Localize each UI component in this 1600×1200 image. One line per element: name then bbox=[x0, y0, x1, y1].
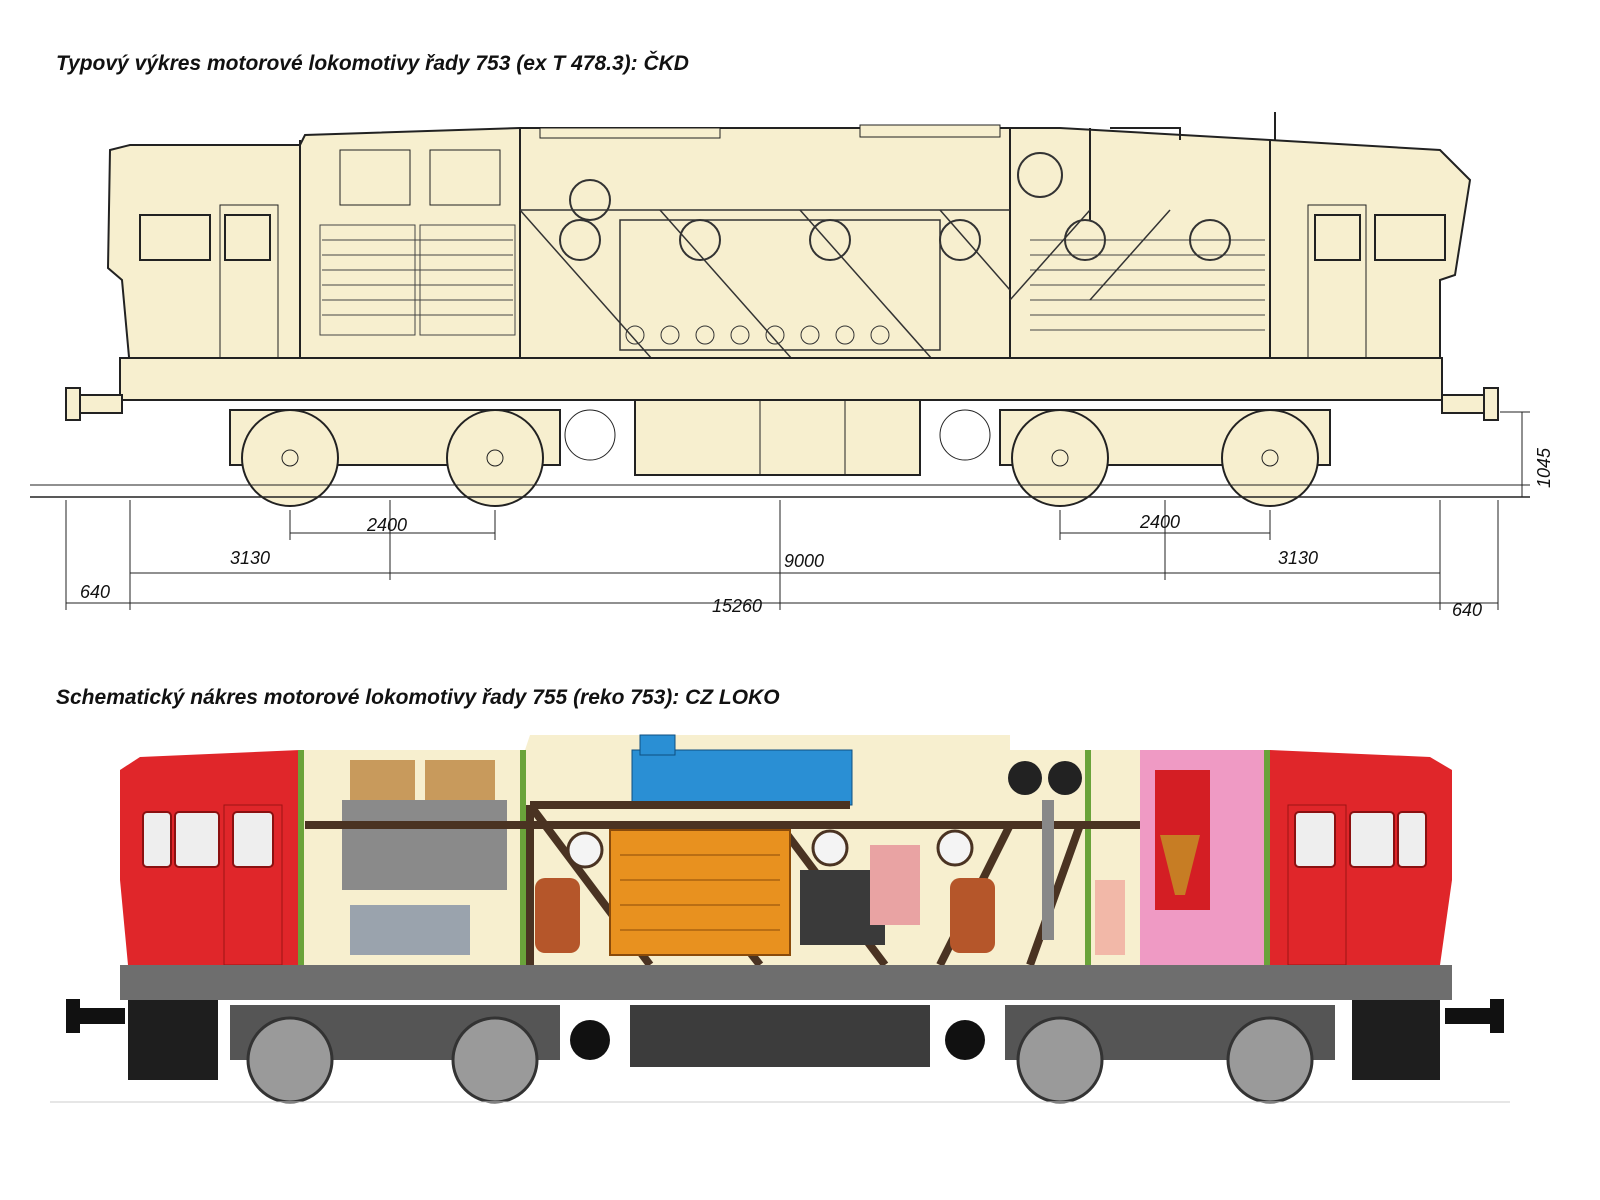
cab-window bbox=[1374, 214, 1446, 261]
dim-2400-left: 2400 bbox=[366, 515, 407, 535]
buffer-beam bbox=[128, 1000, 218, 1080]
cylinders bbox=[625, 325, 890, 345]
brake-piping bbox=[1042, 800, 1054, 940]
expansion-tank bbox=[631, 749, 853, 806]
wheel bbox=[451, 1016, 539, 1104]
traction-motor bbox=[535, 878, 580, 953]
traction-motor bbox=[950, 878, 995, 953]
cab-windows bbox=[142, 811, 1427, 868]
compressor bbox=[350, 905, 470, 955]
wheel bbox=[246, 1016, 334, 1104]
cooler-fan bbox=[425, 760, 495, 802]
cab-window bbox=[139, 214, 211, 261]
buffer-beam bbox=[1352, 1000, 1440, 1080]
schematic-drawing-755 bbox=[50, 734, 1510, 1104]
buffers bbox=[65, 387, 1499, 421]
air-reservoir bbox=[1008, 761, 1042, 795]
air-reservoir bbox=[1048, 761, 1082, 795]
wheel bbox=[241, 409, 339, 507]
buffers-color bbox=[66, 999, 1504, 1033]
dim-640-right: 640 bbox=[1452, 600, 1482, 620]
roof-hatch bbox=[539, 127, 721, 139]
dim-2400-right: 2400 bbox=[1139, 512, 1180, 532]
air-reservoir bbox=[570, 1020, 610, 1060]
cooler-fan bbox=[429, 149, 501, 206]
dim-3130-right: 3130 bbox=[1278, 548, 1318, 568]
wheel bbox=[1011, 409, 1109, 507]
bogie-right-color bbox=[1005, 1005, 1335, 1104]
dimension-lines bbox=[65, 411, 1530, 610]
underframe bbox=[119, 357, 1443, 401]
diesel-engine bbox=[619, 219, 941, 351]
wheel bbox=[1016, 1016, 1104, 1104]
dim-15260: 15260 bbox=[712, 596, 762, 616]
air-reservoir bbox=[939, 409, 991, 461]
cooler-fan bbox=[350, 760, 415, 802]
auxiliary-unit bbox=[870, 845, 920, 925]
radiator-grille bbox=[319, 224, 1265, 336]
air-reservoir bbox=[945, 1020, 985, 1060]
wheel bbox=[446, 409, 544, 507]
cab-window bbox=[1314, 214, 1361, 261]
wheel bbox=[1226, 1016, 1314, 1104]
radiator bbox=[342, 800, 507, 890]
cooler-fan bbox=[339, 149, 411, 206]
cab-window bbox=[224, 214, 271, 261]
heater bbox=[1160, 835, 1200, 895]
drawing-title-755: Schematický nákres motorové lokomotivy ř… bbox=[56, 686, 780, 709]
portholes bbox=[559, 152, 1231, 261]
bogie-left-color bbox=[230, 1005, 560, 1104]
engine-detail bbox=[620, 854, 780, 931]
dim-640-left: 640 bbox=[80, 582, 110, 602]
dim-3130-left: 3130 bbox=[230, 548, 270, 568]
fuel-tank bbox=[634, 399, 921, 476]
diesel-engine bbox=[609, 829, 791, 956]
dim-9000: 9000 bbox=[784, 551, 824, 571]
bogie-right bbox=[999, 409, 1331, 507]
air-reservoir bbox=[564, 409, 616, 461]
dim-1045: 1045 bbox=[1534, 447, 1554, 488]
battery-box bbox=[1095, 880, 1125, 955]
technical-drawing-753: 2400 2400 3130 9000 3130 640 15260 640 1… bbox=[30, 112, 1554, 620]
roof-hatch bbox=[859, 124, 1001, 138]
engine-truss bbox=[519, 209, 1171, 369]
bogie-left bbox=[229, 409, 561, 507]
body-outline bbox=[106, 127, 1472, 372]
underframe bbox=[120, 965, 1452, 1000]
bulkheads bbox=[298, 750, 1270, 965]
wheel bbox=[1221, 409, 1319, 507]
portholes bbox=[566, 829, 974, 869]
fuel-tank bbox=[630, 1005, 930, 1067]
drawing-title-753: Typový výkres motorové lokomotivy řady 7… bbox=[56, 52, 689, 75]
